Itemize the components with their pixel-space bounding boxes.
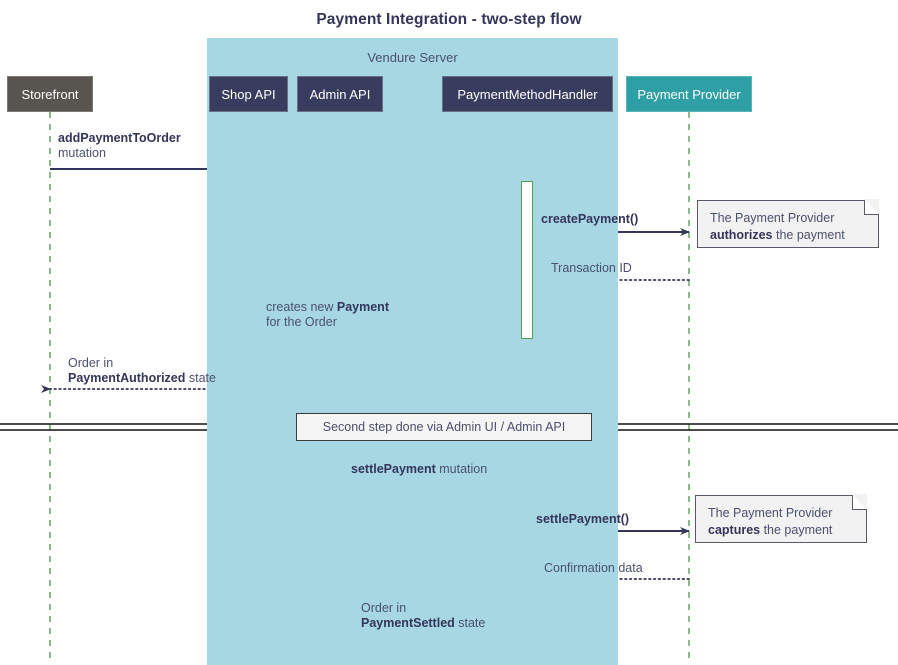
note-authorizes: The Payment Provider authorizes the payme… bbox=[697, 199, 879, 248]
label-strong: Payment bbox=[336, 300, 389, 314]
note-strong: captures bbox=[708, 523, 761, 537]
note-captures: The Payment Provider captures the payment bbox=[695, 494, 867, 543]
label-strong: settlePayment() bbox=[536, 512, 630, 526]
label-plain-2: state bbox=[454, 616, 486, 630]
label-strong: PaymentSettled bbox=[361, 616, 455, 630]
label-strong: PaymentAuthorized bbox=[68, 371, 186, 385]
label-plain: mutation bbox=[58, 146, 106, 160]
note-line-2: the payment bbox=[760, 523, 833, 537]
message-label-confirmation-data: Confirmation data bbox=[544, 561, 643, 576]
actor-label-payment-method-handler: PaymentMethodHandler bbox=[457, 86, 598, 102]
label-plain: Order in bbox=[361, 601, 407, 615]
actor-label-storefront: Storefront bbox=[21, 86, 79, 102]
divider-label-text: Second step done via Admin UI / Admin AP… bbox=[322, 420, 566, 434]
label-plain: creates new bbox=[266, 300, 337, 314]
actor-box-storefront[interactable]: Storefront bbox=[7, 76, 93, 112]
note-line-1: The Payment Provider bbox=[708, 506, 833, 520]
actor-box-shop-api[interactable]: Shop API bbox=[209, 76, 288, 112]
label-plain: Confirmation data bbox=[544, 561, 643, 575]
actor-box-admin-api[interactable]: Admin API bbox=[297, 76, 383, 112]
label-plain: Order in bbox=[68, 356, 114, 370]
label-strong: addPaymentToOrder bbox=[58, 131, 181, 145]
label-plain-2: for the Order bbox=[266, 315, 337, 329]
label-strong: settlePayment bbox=[351, 462, 436, 476]
label-plain: Transaction ID bbox=[551, 261, 632, 275]
note-line-1: The Payment Provider bbox=[710, 211, 835, 225]
note-line-2: the payment bbox=[772, 228, 845, 242]
message-label-settle-payment-mutation: settlePayment mutation bbox=[351, 462, 487, 477]
group-label: Vendure Server bbox=[367, 50, 458, 65]
message-label-settle-payment-call: settlePayment() bbox=[536, 512, 629, 527]
actor-label-shop-api: Shop API bbox=[221, 86, 276, 102]
note-fold-corner bbox=[864, 199, 879, 215]
note-strong: authorizes bbox=[710, 228, 773, 242]
actor-label-payment-provider: Payment Provider bbox=[637, 86, 741, 102]
divider-label-box: Second step done via Admin UI / Admin AP… bbox=[296, 413, 592, 441]
label-strong: createPayment() bbox=[541, 212, 639, 226]
actor-box-payment-provider[interactable]: Payment Provider bbox=[626, 76, 752, 112]
actor-label-admin-api: Admin API bbox=[309, 86, 371, 102]
label-plain: mutation bbox=[435, 462, 488, 476]
group-box-vendure-server bbox=[207, 38, 618, 665]
note-fold-corner bbox=[852, 494, 867, 510]
actor-box-payment-method-handler[interactable]: PaymentMethodHandler bbox=[442, 76, 613, 112]
message-label-transaction-id: Transaction ID bbox=[551, 261, 632, 276]
label-plain-2: state bbox=[185, 371, 216, 385]
message-label-create-payment: createPayment() bbox=[541, 212, 638, 227]
page-title: Payment Integration - two-step flow bbox=[316, 11, 582, 28]
activation-payment-method-handler bbox=[521, 181, 533, 339]
